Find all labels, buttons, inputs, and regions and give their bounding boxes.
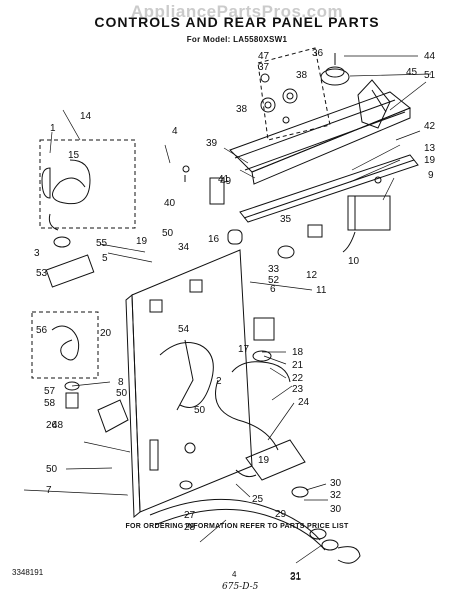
callout-36: 36: [312, 48, 324, 59]
callout-19a: 19: [424, 155, 436, 166]
callout-13: 13: [424, 143, 436, 154]
callout-50b: 50: [116, 388, 128, 399]
callout-11: 11: [316, 285, 327, 296]
callout-6: 6: [270, 284, 276, 295]
callout-34: 34: [178, 242, 190, 253]
callout-42: 42: [424, 121, 436, 132]
knob-group-box: [257, 47, 331, 141]
callout-27: 27: [184, 510, 196, 521]
callout-2: 2: [216, 376, 222, 387]
callout-15: 15: [68, 150, 80, 161]
callout-44: 44: [424, 51, 436, 62]
callout-12: 12: [306, 270, 318, 281]
callout-22: 22: [292, 373, 304, 384]
ordering-info-note: FOR ORDERING INFORMATION REFER TO PARTS …: [125, 523, 349, 530]
callout-25: 25: [252, 494, 264, 505]
callout-58: 58: [44, 398, 56, 409]
callout-50d: 50: [46, 464, 58, 475]
drain-hose-group-box: [31, 311, 99, 379]
callout-24: 24: [298, 397, 310, 408]
callout-40: 40: [164, 198, 176, 209]
power-cord-group-box: [39, 139, 136, 229]
knobs: [260, 53, 350, 124]
page-number: 4: [232, 570, 237, 579]
callout-3: 3: [34, 248, 40, 259]
callout-31: 31: [290, 572, 302, 583]
callout-38b: 38: [236, 104, 248, 115]
callout-45: 45: [406, 67, 418, 78]
callout-26: 26: [46, 420, 58, 431]
callout-5: 5: [102, 253, 108, 264]
diagram-title: CONTROLS AND REAR PANEL PARTS: [94, 14, 380, 30]
callout-38a: 38: [296, 70, 308, 81]
watermark: AppliancePartsPros.com: [130, 2, 344, 21]
group-boxes: [31, 47, 331, 379]
callout-16: 16: [208, 234, 220, 245]
model-subtitle: For Model: LA5580XSW1: [186, 35, 288, 44]
callout-20: 20: [100, 328, 112, 339]
callout-50c: 50: [194, 405, 206, 416]
callout-23: 23: [292, 384, 304, 395]
callout-41: 41: [218, 174, 230, 185]
callout-49: 49: [220, 176, 232, 187]
mid-small-parts: [182, 165, 323, 259]
callout-19c: 19: [258, 455, 270, 466]
callout-32: 32: [330, 490, 342, 501]
callout-28: 28: [184, 522, 196, 533]
console-panel: [229, 91, 411, 185]
callout-37: 37: [258, 62, 270, 73]
callout-54: 54: [178, 324, 190, 335]
callout-1: 1: [50, 123, 56, 134]
callout-19b: 19: [136, 236, 148, 247]
control-strip: [239, 154, 419, 223]
callout-labels: 1 2 3 4 5 6 7 8 9 10 11 12 13 14 15 16 1…: [34, 48, 436, 583]
callout-7: 7: [46, 485, 52, 496]
timer-switch: [342, 176, 391, 253]
left-side-parts: [41, 159, 129, 433]
callout-8: 8: [118, 377, 124, 388]
callout-57: 57: [44, 386, 56, 397]
callout-29: 29: [275, 509, 287, 520]
callout-18: 18: [292, 347, 304, 358]
callout-17: 17: [238, 344, 250, 355]
callout-30a: 30: [330, 478, 342, 489]
callout-51: 51: [424, 70, 436, 81]
callout-14: 14: [80, 111, 92, 122]
callout-55: 55: [96, 238, 108, 249]
callout-56: 56: [36, 325, 48, 336]
callout-10: 10: [348, 256, 360, 267]
callout-35: 35: [280, 214, 292, 225]
callout-21a: 21: [292, 360, 304, 371]
callout-9: 9: [428, 170, 434, 181]
document-number: 3348191: [12, 568, 44, 577]
callout-52: 52: [268, 275, 280, 286]
callout-48: 48: [52, 420, 64, 431]
revision-stamp: 675-D-5: [222, 582, 259, 592]
timer-bracket: [357, 79, 391, 129]
callout-4: 4: [172, 126, 178, 137]
callout-39: 39: [206, 138, 218, 149]
callout-50a: 50: [162, 228, 174, 239]
callout-21b: 21: [290, 571, 302, 582]
callout-33: 33: [268, 264, 280, 275]
leader-lines: [23, 55, 432, 564]
rear-panel: [125, 249, 253, 519]
callout-30b: 30: [330, 504, 342, 515]
callout-53: 53: [36, 268, 48, 279]
callout-47: 47: [258, 51, 270, 62]
